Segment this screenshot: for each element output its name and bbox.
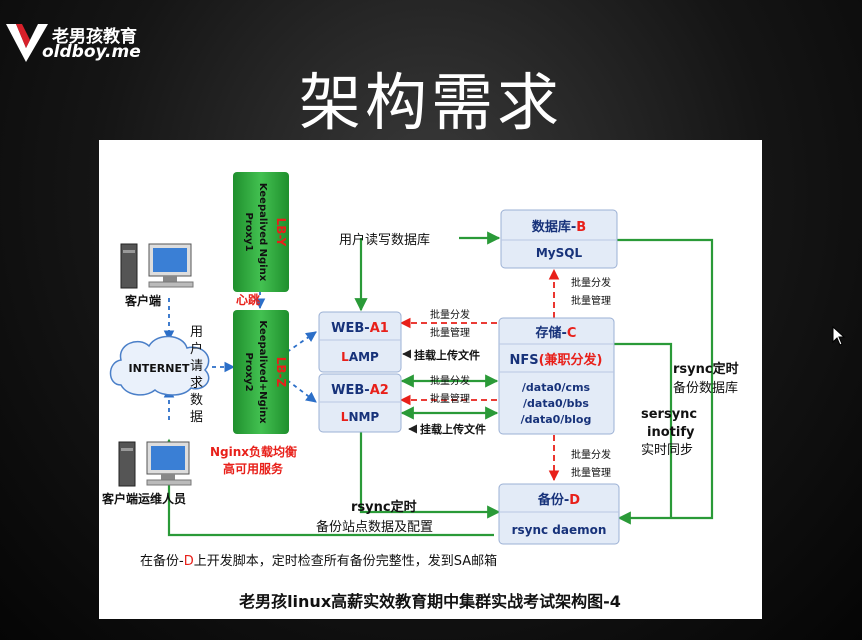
storage-title: 存储-C xyxy=(536,325,577,341)
heartbeat-label: 心跳 xyxy=(236,292,260,307)
label-batch-dist-a2: 批量分发 xyxy=(430,374,470,387)
svg-text:户: 户 xyxy=(190,341,203,357)
storage-path-cms: /data0/cms xyxy=(522,381,591,394)
arrow-lb-to-a1 xyxy=(286,331,317,353)
nginx-note-line2: 高可用服务 xyxy=(223,461,284,476)
svg-text:数: 数 xyxy=(190,393,203,408)
label-rsync-site-1: rsync定时 xyxy=(351,499,417,515)
architecture-diagram: LB-Y Keepalived Nginx Proxy1 心跳 LB-Z Kee… xyxy=(99,140,762,619)
nginx-note-line1: Nginx负载均衡 xyxy=(210,444,297,459)
lb-y-node: LB-Y Keepalived Nginx Proxy1 xyxy=(233,172,289,292)
ops-computer-icon xyxy=(118,441,192,487)
logo-text-cn: 老男孩教育 xyxy=(52,27,137,47)
web-a2-title: WEB-A2 xyxy=(331,383,389,398)
arrow-db-to-backup xyxy=(617,238,714,525)
label-inotify: inotify xyxy=(647,425,695,440)
client-label: 客户端 xyxy=(124,293,161,308)
storage-path-blog: /data0/blog xyxy=(521,413,592,426)
logo-text-en: oldboy.me xyxy=(42,42,141,62)
label-rsync-site-2: 备份站点数据及配置 xyxy=(316,519,433,535)
label-realtime-sync: 实时同步 xyxy=(641,443,693,458)
backup-title: 备份-D xyxy=(537,492,580,508)
storage-nfs: NFS(兼职分发) xyxy=(509,352,602,368)
label-mount-a1: 挂载上传文件 xyxy=(414,348,480,362)
label-batch-mgmt-db: 批量管理 xyxy=(571,294,611,307)
logo-v-icon xyxy=(6,24,48,62)
svg-text:据: 据 xyxy=(190,410,203,425)
db-sub: MySQL xyxy=(536,246,583,260)
svg-text:请: 请 xyxy=(190,359,203,374)
arrow-web-to-backup xyxy=(359,432,501,519)
arrow-lb-to-a2 xyxy=(286,379,317,403)
label-batch-mgmt-a2: 批量管理 xyxy=(430,392,470,405)
ops-label: 客户端运维人员 xyxy=(101,491,186,506)
client-computer-icon xyxy=(120,243,194,289)
lb-z-line1: Keepalived+Nginx xyxy=(257,320,268,424)
web-a1-stack: LAMP xyxy=(341,350,379,364)
label-rsync-db-2: 备份数据库 xyxy=(673,380,738,396)
label-mount-a2: 挂载上传文件 xyxy=(420,422,486,436)
web-a1-node: WEB-A1 LAMP xyxy=(318,311,402,373)
web-a2-stack: LNMP xyxy=(341,410,380,424)
red-dashed-connectors xyxy=(399,268,560,482)
web-a2-node: WEB-A2 LNMP xyxy=(318,373,402,433)
storage-c-node: 存储-C NFS(兼职分发) /data0/cms /data0/bbs /da… xyxy=(498,317,615,435)
svg-text:求: 求 xyxy=(190,376,203,391)
lb-z-line2: Proxy2 xyxy=(243,352,254,391)
diagram-caption: 老男孩linux高薪实效教育期中集群实战考试架构图-4 xyxy=(238,592,621,611)
label-rsync-db-1: rsync定时 xyxy=(673,361,739,377)
slide-title: 架构需求 xyxy=(298,66,563,139)
mouse-cursor-icon xyxy=(832,326,846,346)
internet-cloud-icon: INTERNET xyxy=(109,335,210,396)
label-batch-dist-backup: 批量分发 xyxy=(571,448,611,461)
label-backup-check-note: 在备份-D上开发脚本，定时检查所有备份完整性，发到SA邮箱 xyxy=(140,553,497,569)
label-batch-mgmt-backup: 批量管理 xyxy=(571,466,611,479)
label-sersync: sersync xyxy=(641,407,697,422)
lb-z-node: LB-Z Keepalived+Nginx Proxy2 xyxy=(233,310,289,434)
backup-d-node: 备份-D rsync daemon xyxy=(498,483,620,545)
db-b-node: 数据库-B MySQL xyxy=(500,209,618,269)
label-batch-dist-a1: 批量分发 xyxy=(430,308,470,321)
lb-y-line1: Keepalived Nginx xyxy=(257,183,268,282)
lb-z-code: LB-Z xyxy=(274,357,288,388)
lb-y-line2: Proxy1 xyxy=(243,212,254,251)
svg-text:用: 用 xyxy=(190,325,203,340)
lb-y-code: LB-Y xyxy=(274,218,288,247)
web-a1-title: WEB-A1 xyxy=(331,321,389,336)
label-user-rw-db: 用户读写数据库 xyxy=(339,232,430,248)
label-batch-dist-db: 批量分发 xyxy=(571,276,611,289)
internet-label: INTERNET xyxy=(128,362,190,375)
oldboy-logo: 老男孩教育 oldboy.me xyxy=(4,20,144,66)
db-title: 数据库-B xyxy=(532,219,586,235)
storage-path-bbs: /data0/bbs xyxy=(523,397,589,410)
backup-sub: rsync daemon xyxy=(512,523,607,537)
line-storage-to-backup xyxy=(614,342,673,518)
user-request-label: 用 户 请 求 数 据 xyxy=(190,325,203,425)
label-batch-mgmt-a1: 批量管理 xyxy=(430,326,470,339)
